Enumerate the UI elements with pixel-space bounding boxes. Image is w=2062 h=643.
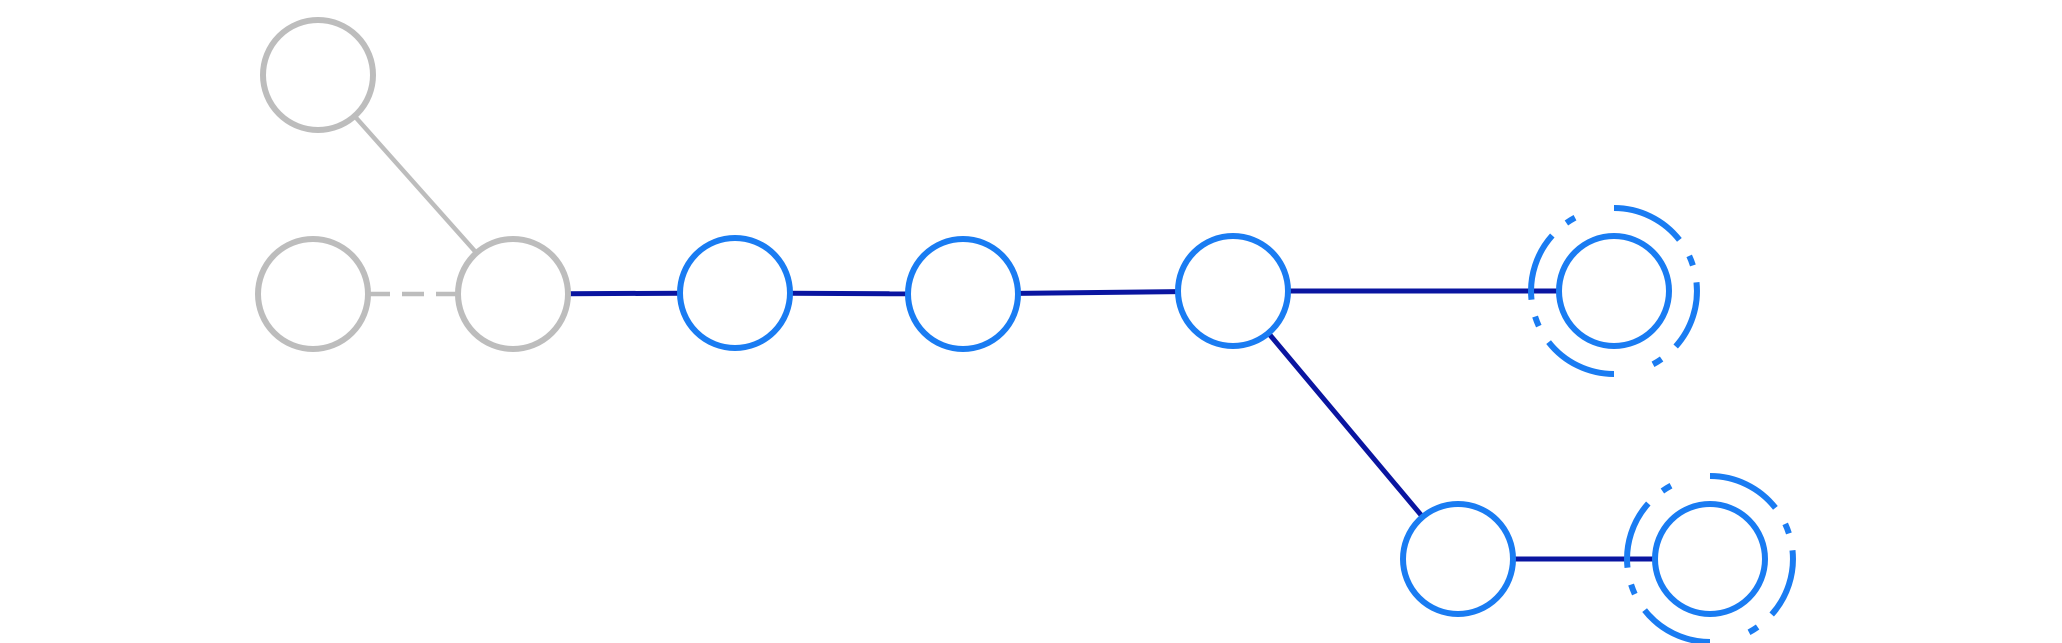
edge-n-branch-to-n-lower xyxy=(1266,331,1425,519)
node-n-tip-upper[interactable] xyxy=(1556,233,1672,349)
halo-segment xyxy=(1660,483,1673,494)
node-n-mid-left[interactable] xyxy=(255,236,371,352)
halo-segment xyxy=(1528,233,1555,301)
halo-segment xyxy=(1613,205,1682,242)
node-n-lower[interactable] xyxy=(1400,501,1516,617)
edge-n-2-to-n-branch xyxy=(1017,289,1179,296)
halo-n-tip-upper xyxy=(1528,205,1700,377)
node-n-2[interactable] xyxy=(905,236,1021,352)
nodes-layer xyxy=(255,17,1768,617)
halo-segment xyxy=(1673,281,1700,349)
halo-segment xyxy=(1628,583,1638,596)
halo-segment xyxy=(1624,501,1651,569)
halo-segment xyxy=(1747,624,1760,635)
halos-layer xyxy=(1528,205,1796,643)
node-n-tip-lower[interactable] xyxy=(1652,501,1768,617)
halo-segment xyxy=(1532,315,1542,328)
node-n-junction[interactable] xyxy=(455,236,571,352)
edge-n-top-left-to-n-junction xyxy=(352,114,479,255)
edge-n-junction-to-n-1 xyxy=(567,290,681,297)
halo-segment xyxy=(1709,473,1778,510)
node-n-1[interactable] xyxy=(677,235,793,351)
halo-segment xyxy=(1564,215,1577,226)
halo-segment xyxy=(1769,549,1796,617)
halo-segment xyxy=(1642,608,1711,643)
halo-segment xyxy=(1546,340,1615,377)
node-n-top-left[interactable] xyxy=(260,17,376,133)
halo-n-tip-lower xyxy=(1624,473,1796,643)
halo-segment xyxy=(1686,254,1696,267)
halo-segment xyxy=(1782,522,1792,535)
edge-n-1-to-n-2 xyxy=(789,290,909,297)
node-n-branch[interactable] xyxy=(1175,233,1291,349)
edges-layer xyxy=(352,114,1655,562)
halo-segment xyxy=(1651,356,1664,367)
